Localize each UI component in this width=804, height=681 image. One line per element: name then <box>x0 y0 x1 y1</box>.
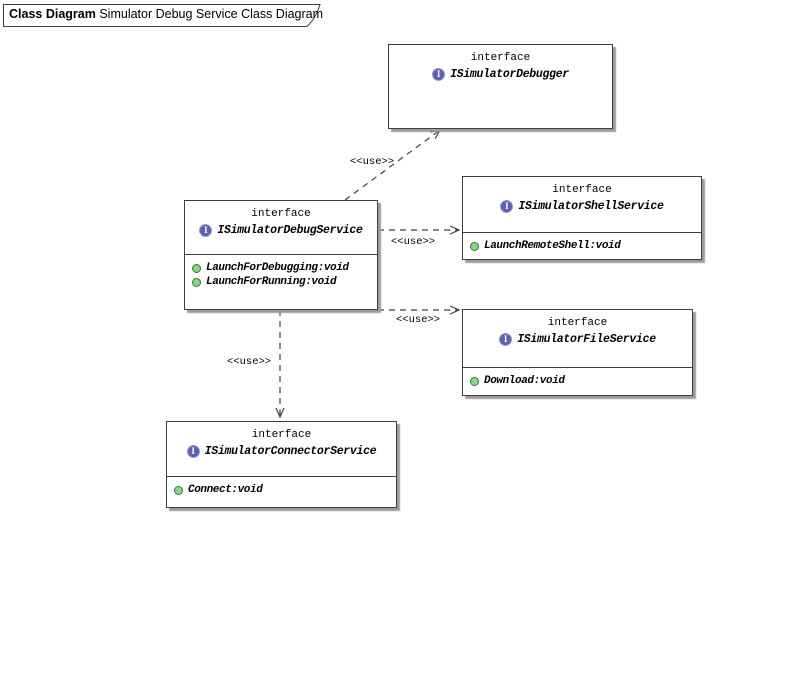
method-label: Download:void <box>484 375 565 387</box>
interface-name: ISimulatorConnectorService <box>204 445 377 458</box>
method-row[interactable]: LaunchForRunning:void <box>192 275 377 289</box>
interface-icon: I <box>499 333 513 346</box>
method-row[interactable]: Download:void <box>470 374 692 388</box>
method-row[interactable]: Connect:void <box>174 483 396 497</box>
interface-header: interface I ISimulatorConnectorService <box>167 422 396 476</box>
stereotype-label: interface <box>547 317 608 329</box>
stereotype-label: interface <box>251 429 312 441</box>
use-stereotype-label-shell-service: <<use>> <box>391 236 436 248</box>
interface-icon: I <box>186 445 200 458</box>
use-stereotype-label-file-service: <<use>> <box>396 314 441 326</box>
methods-compartment: LaunchRemoteShell:void <box>463 232 701 253</box>
interface-name-row: I ISimulatorConnectorService <box>167 445 396 458</box>
diagram-title-kind: Class Diagram <box>9 7 96 21</box>
interface-header: interface I ISimulatorDebugService <box>185 201 377 254</box>
public-method-icon <box>470 241 479 251</box>
interface-icon: I <box>199 224 213 237</box>
interface-header: interface I ISimulatorShellService <box>463 177 701 232</box>
interface-name: ISimulatorFileService <box>517 333 656 346</box>
public-method-icon <box>192 263 201 273</box>
interface-name-row: I ISimulatorFileService <box>463 333 692 346</box>
method-label: LaunchRemoteShell:void <box>484 240 621 252</box>
use-stereotype-label-debugger: <<use>> <box>350 156 395 168</box>
interface-icon: I <box>500 200 514 213</box>
diagram-title-tab-shape <box>3 4 321 27</box>
stereotype-label: interface <box>251 208 311 220</box>
method-label: Connect:void <box>188 484 263 496</box>
interface-box-isimulatorfileservice[interactable]: interface I ISimulatorFileService Downlo… <box>462 309 693 396</box>
stereotype-label: interface <box>470 52 531 64</box>
diagram-title-name: Simulator Debug Service Class Diagram <box>99 7 324 21</box>
methods-compartment: LaunchForDebugging:void LaunchForRunning… <box>185 254 377 289</box>
public-method-icon <box>192 277 201 287</box>
interface-name: ISimulatorShellService <box>518 200 664 213</box>
interface-box-isimulatorshellservice[interactable]: interface I ISimulatorShellService Launc… <box>462 176 702 260</box>
interface-name-row: I ISimulatorDebugger <box>389 68 612 81</box>
diagram-title: Class Diagram Simulator Debug Service Cl… <box>9 7 323 21</box>
methods-compartment: Download:void <box>463 367 692 388</box>
diagram-title-tab: Class Diagram Simulator Debug Service Cl… <box>3 4 325 27</box>
method-label: LaunchForDebugging:void <box>206 262 349 274</box>
method-label: LaunchForRunning:void <box>206 276 337 288</box>
public-method-icon <box>470 376 479 386</box>
public-method-icon <box>174 485 183 495</box>
interface-name: ISimulatorDebugService <box>217 224 363 237</box>
interface-icon: I <box>432 68 446 81</box>
method-row[interactable]: LaunchForDebugging:void <box>192 261 377 275</box>
interface-box-isimulatorconnectorservice[interactable]: interface I ISimulatorConnectorService C… <box>166 421 397 508</box>
interface-header: interface I ISimulatorFileService <box>463 310 692 367</box>
stereotype-label: interface <box>552 184 612 196</box>
use-edge-to-debugger[interactable] <box>344 129 442 201</box>
interface-name-row: I ISimulatorShellService <box>463 200 701 213</box>
interface-name-row: I ISimulatorDebugService <box>185 224 377 237</box>
use-stereotype-label-connector-service: <<use>> <box>227 356 272 368</box>
interface-name: ISimulatorDebugger <box>450 68 569 81</box>
interface-box-isimulatordebugservice[interactable]: interface I ISimulatorDebugService Launc… <box>184 200 378 310</box>
methods-compartment: Connect:void <box>167 476 396 497</box>
method-row[interactable]: LaunchRemoteShell:void <box>470 239 701 253</box>
interface-header: interface I ISimulatorDebugger <box>389 45 612 81</box>
interface-box-isimulatordebugger[interactable]: interface I ISimulatorDebugger <box>388 44 613 129</box>
